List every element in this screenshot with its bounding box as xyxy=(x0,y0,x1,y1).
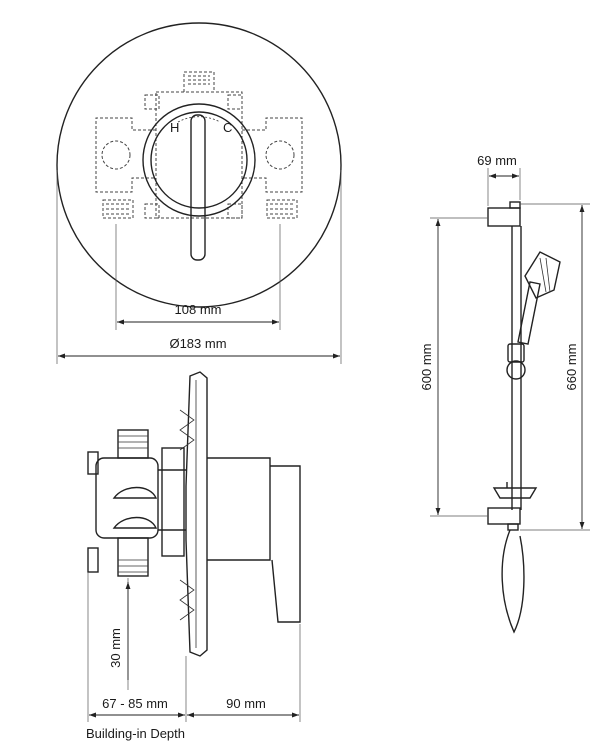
bar-width-label: 69 mm xyxy=(477,153,517,168)
concealed-valve-body xyxy=(95,71,303,219)
dimension-depth: 67 - 85 mm 90 mm xyxy=(87,572,301,722)
bar-length-label: 600 mm xyxy=(419,344,434,391)
projection-label: 90 mm xyxy=(226,696,266,711)
outlet-offset-label: 30 mm xyxy=(108,628,123,668)
plate-ribs xyxy=(179,409,195,621)
dimension-183: Ø183 mm xyxy=(56,170,342,364)
svg-text:H: H xyxy=(170,120,179,135)
plate-diameter-label: Ø183 mm xyxy=(169,336,226,351)
valve-spacing-label: 108 mm xyxy=(175,302,222,317)
dimension-69: 69 mm xyxy=(477,153,521,206)
section-view: 30 mm 67 - 85 mm 90 mm Building-in Depth xyxy=(86,371,301,741)
top-connector xyxy=(117,429,149,459)
building-depth-label: 67 - 85 mm xyxy=(102,696,168,711)
shower-rail-view: 69 mm 600 mm 660 mm xyxy=(419,153,590,634)
cover-plate xyxy=(56,22,342,308)
dimension-600: 600 mm xyxy=(419,217,488,517)
bar-total-label: 660 mm xyxy=(564,344,579,391)
building-in-caption: Building-in Depth xyxy=(86,726,185,741)
dimension-30: 30 mm xyxy=(108,578,131,690)
dimension-660: 660 mm xyxy=(520,203,590,531)
bottom-connector xyxy=(117,537,149,577)
svg-text:C: C xyxy=(223,120,232,135)
dimension-108: 108 mm xyxy=(115,224,281,330)
front-view: H C 108 mm Ø183 mm xyxy=(56,22,342,364)
control-knob: H C xyxy=(142,103,256,261)
